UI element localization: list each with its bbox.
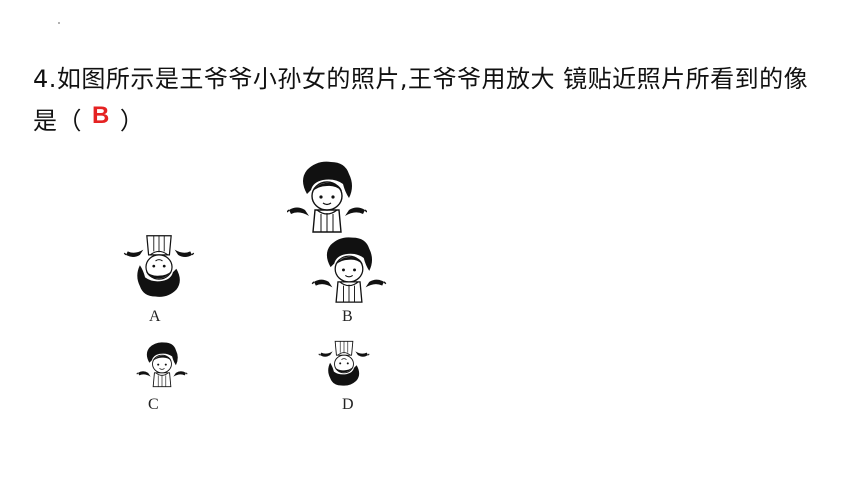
girl-portrait-inverted-icon — [318, 340, 370, 387]
original-photo — [287, 158, 367, 234]
decorative-dot — [58, 22, 60, 24]
girl-portrait-inverted-icon — [123, 235, 195, 298]
option-d-label[interactable]: D — [342, 396, 354, 413]
question-text-line1: 4.如图所示是王爷爷小孙女的照片,王爷爷用放大 镜贴近照片所看到的像 — [33, 65, 809, 93]
girl-portrait-icon — [311, 236, 387, 303]
option-d-figure[interactable] — [315, 340, 373, 388]
option-a-label[interactable]: A — [149, 308, 161, 325]
question-prefix: 是（ — [33, 107, 82, 135]
girl-portrait-icon — [287, 160, 367, 233]
question-suffix: ） — [119, 107, 145, 135]
question-text-line2: 是（ B ） — [33, 102, 145, 137]
option-c-label[interactable]: C — [148, 396, 159, 413]
answer-mark: B — [92, 102, 110, 129]
option-b-label[interactable]: B — [342, 308, 353, 325]
option-c-figure[interactable] — [133, 340, 191, 388]
girl-portrait-icon — [136, 341, 188, 388]
option-b-figure[interactable] — [306, 234, 392, 304]
option-a-figure[interactable] — [118, 234, 200, 300]
